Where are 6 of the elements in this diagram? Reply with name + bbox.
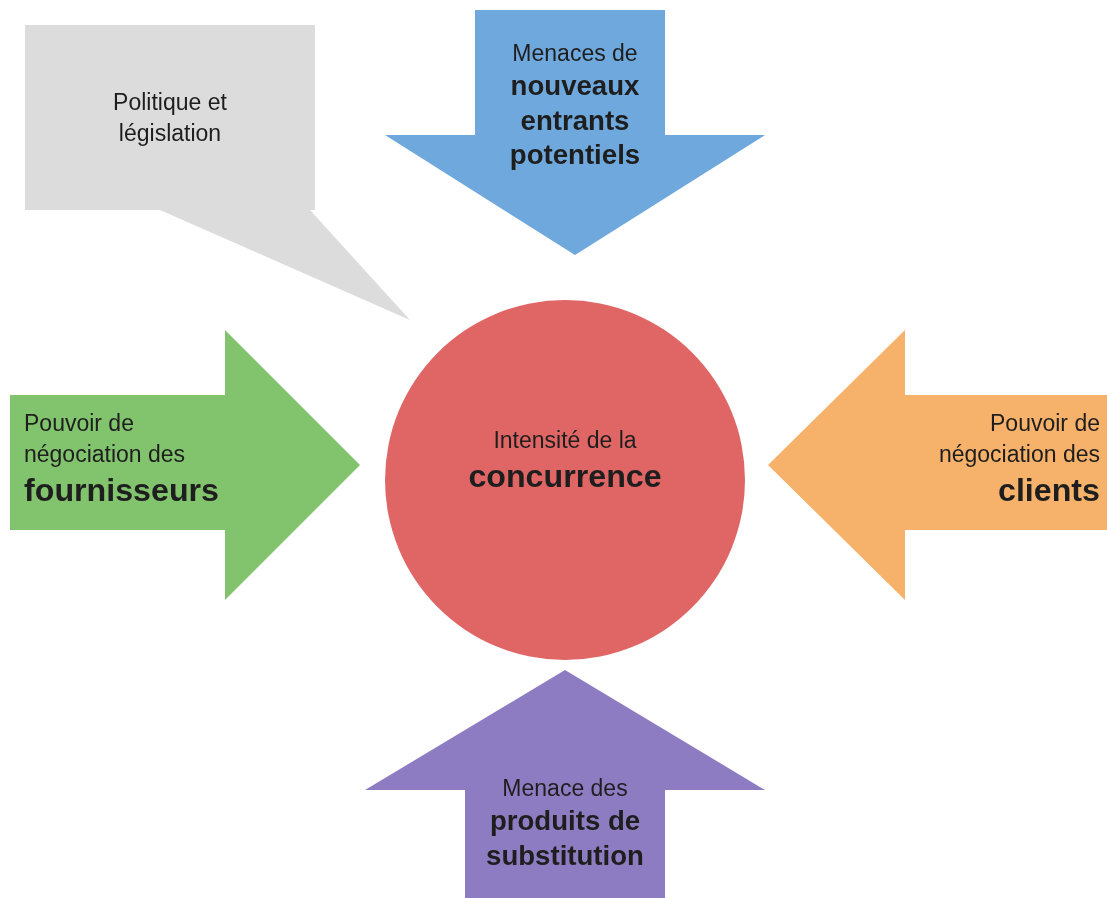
- node-label: Pouvoir de négociation des fournisseurs: [24, 409, 220, 511]
- node-label: Politique et législation: [112, 88, 228, 149]
- node-label: Menaces de nouveaux entrants potentiels: [508, 39, 642, 172]
- node-label: Menace des produits de substitution: [485, 774, 645, 873]
- node-label: Pouvoir de négociation des clients: [937, 409, 1100, 511]
- node-label: Intensité de la concurrence: [467, 426, 663, 497]
